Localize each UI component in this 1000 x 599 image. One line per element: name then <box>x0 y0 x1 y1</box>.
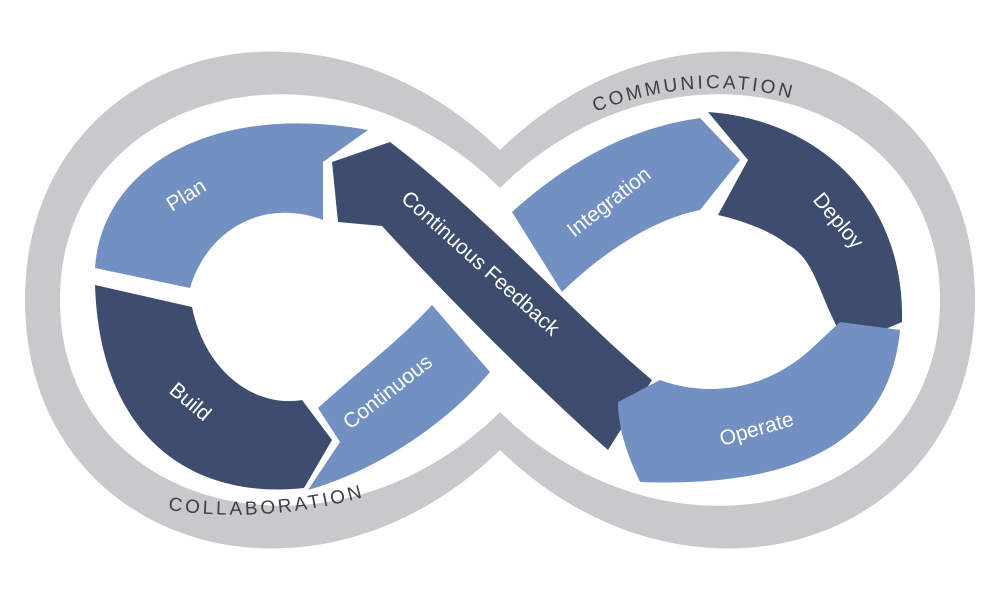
continuous-feedback-segment <box>332 142 652 450</box>
continuous-segment <box>308 305 490 490</box>
build-segment <box>95 285 332 490</box>
integration-segment <box>512 118 740 292</box>
plan-segment <box>95 123 368 288</box>
operate-segment <box>618 322 900 483</box>
deploy-segment <box>708 112 903 345</box>
